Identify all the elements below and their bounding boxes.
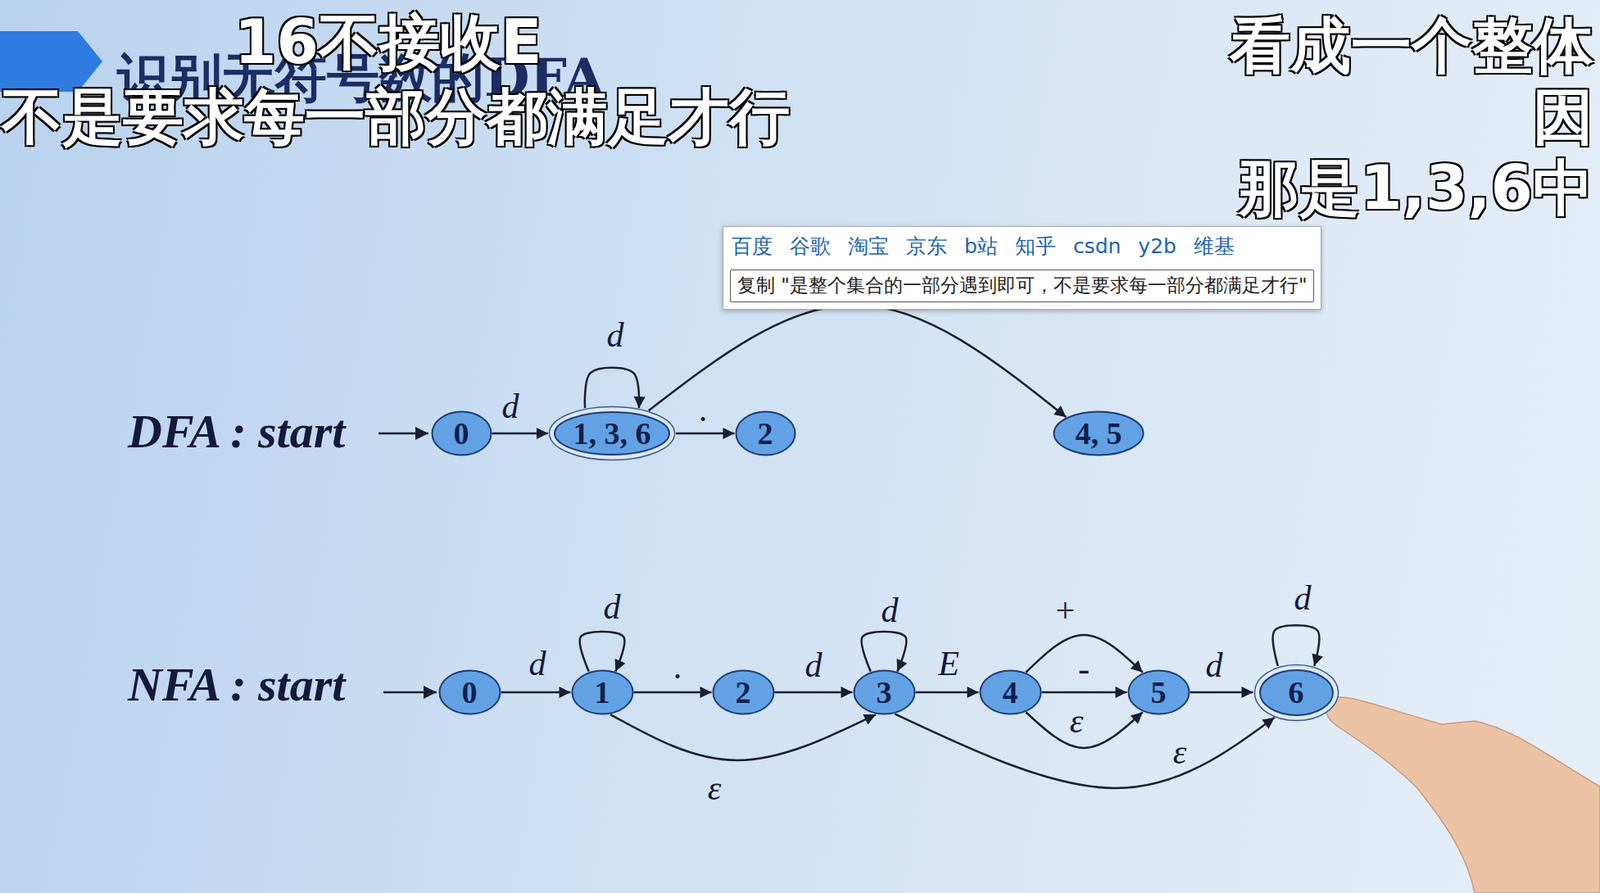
pointing-hand xyxy=(1326,697,1600,893)
transition-arrow xyxy=(634,691,712,694)
edge-label: . xyxy=(674,649,684,685)
menu-link: b站 xyxy=(964,234,998,259)
state-node: 3 xyxy=(852,669,916,716)
transition-arrow xyxy=(1273,625,1320,667)
transition-arrow xyxy=(501,691,572,694)
copy-text: 复制 "是整个集合的一部分遇到即可，不是要求每一部分都满足才行" xyxy=(737,274,1307,296)
edge-label: d xyxy=(805,648,823,683)
state-label: 4, 5 xyxy=(1075,417,1123,449)
edge-label: d xyxy=(1205,648,1224,683)
menu-link: 维基 xyxy=(1193,234,1235,259)
edge-label: d xyxy=(603,589,621,625)
row-label: DFA : start xyxy=(127,405,345,458)
state-node: 0 xyxy=(438,669,502,716)
edge-label: d xyxy=(881,593,899,628)
edge-label: . xyxy=(699,392,709,427)
state-node: 1 xyxy=(571,669,635,716)
menu-link: 百度 xyxy=(731,234,773,259)
state-node: 4 xyxy=(979,669,1043,716)
edge-label: E xyxy=(938,646,960,681)
state-label: 0 xyxy=(462,676,478,708)
start-arrow xyxy=(383,691,437,694)
transition-arrow xyxy=(580,631,626,672)
transition-arrow xyxy=(492,432,549,436)
transition-arrow xyxy=(610,714,876,761)
state-node: 2 xyxy=(734,410,797,457)
link-row: 百度谷歌淘宝京东 b站知乎 csdn y2b 维基 xyxy=(723,226,1243,261)
state-node: 2 xyxy=(711,669,776,716)
transition-arrow xyxy=(1042,691,1128,694)
menu-link: y2b xyxy=(1137,234,1177,259)
menu-link: 淘宝 xyxy=(847,234,889,259)
subtitle-overlay: 那是1,3,6中 xyxy=(1238,154,1594,222)
transition-arrow xyxy=(915,691,980,694)
state-label: 4 xyxy=(1002,676,1019,708)
state-label: 3 xyxy=(876,676,893,708)
accept-state-node: 6 xyxy=(1253,663,1340,722)
edge-label: - xyxy=(1078,651,1090,686)
state-node: 0 xyxy=(430,410,493,457)
edge-label: d xyxy=(1294,580,1312,616)
edge-label: ε xyxy=(1069,703,1084,739)
subtitle-overlay: 因 xyxy=(1532,83,1594,150)
transition-arrow xyxy=(648,304,1067,417)
state-label: 5 xyxy=(1151,676,1167,708)
state-node: 5 xyxy=(1127,669,1191,716)
subtitle-overlay: 不是要求每一部分都满足才行 xyxy=(1,83,790,150)
edge-label: d xyxy=(529,646,547,681)
state-node: 4, 5 xyxy=(1052,410,1145,457)
copy-button: 复制 "是整个集合的一部分遇到即可，不是要求每一部分都满足才行" xyxy=(729,269,1315,303)
transition-arrow xyxy=(861,631,907,672)
edge-label: ε xyxy=(1173,734,1188,770)
state-label: 2 xyxy=(735,676,752,708)
title-chevron xyxy=(0,31,103,92)
state-label: 6 xyxy=(1288,676,1305,708)
transition-arrow xyxy=(675,432,735,436)
menu-link: 知乎 xyxy=(1015,234,1057,259)
state-label: 1, 3, 6 xyxy=(573,417,652,449)
edge-label: ε xyxy=(707,770,722,806)
transition-arrow xyxy=(894,713,1275,789)
popup-menu: 百度谷歌淘宝京东 b站知乎 csdn y2b 维基复制 "是整个集合的一部分遇到即可，不… xyxy=(722,226,1322,310)
menu-link: csdn xyxy=(1073,234,1121,259)
subtitle-overlay: 看成一个整体 xyxy=(1229,12,1594,79)
subtitle-overlay: 16不接收E xyxy=(234,9,543,76)
state-label: 2 xyxy=(757,417,774,449)
row-label: NFA : start xyxy=(127,658,345,712)
edge-label: d xyxy=(607,317,625,353)
menu-link: 谷歌 xyxy=(789,234,831,259)
edge-label: d xyxy=(502,389,520,424)
state-label: 1 xyxy=(594,676,611,708)
menu-link: 京东 xyxy=(906,234,948,259)
transition-arrow xyxy=(775,691,853,694)
transition-arrow xyxy=(1025,711,1143,748)
start-arrow xyxy=(378,432,429,436)
transition-arrow xyxy=(584,367,640,408)
edge-label: + xyxy=(1053,593,1077,628)
state-label: 0 xyxy=(453,417,470,449)
transition-arrow xyxy=(1190,691,1254,694)
accept-state-node: 1, 3, 6 xyxy=(548,405,676,462)
